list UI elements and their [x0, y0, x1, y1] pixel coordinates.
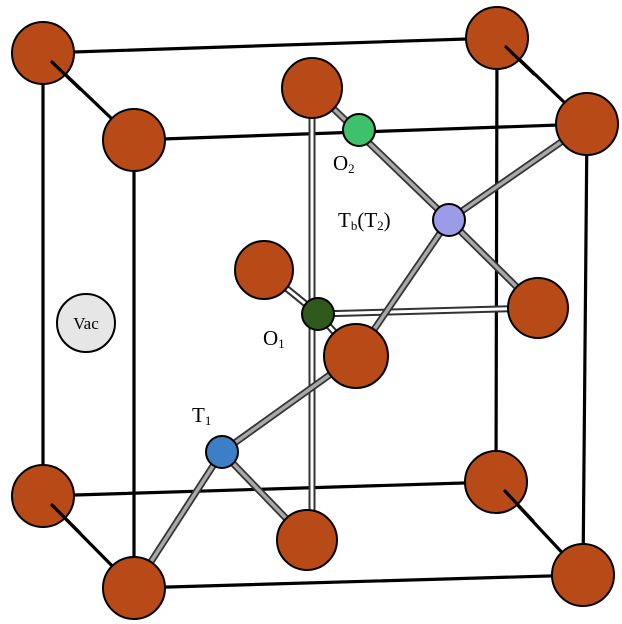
o2-site — [342, 113, 376, 147]
o2-label-main: O — [333, 151, 348, 175]
host-atoms — [11, 6, 619, 620]
tb-label-paren-sub: 2 — [377, 218, 384, 233]
host-atom — [281, 57, 343, 119]
tb-label-paren-close: ) — [384, 208, 391, 232]
tb-label-main: T — [338, 208, 351, 232]
bond — [316, 306, 540, 316]
host-atom — [507, 277, 569, 339]
cube-edge — [504, 45, 536, 76]
cube-edges-front — [50, 45, 536, 535]
vacancy-label: Vac — [73, 314, 99, 333]
host-atom — [276, 509, 338, 571]
cube-edge — [41, 36, 499, 55]
host-atom — [551, 543, 615, 607]
cube-edge — [50, 503, 82, 535]
o1-label: O1 — [263, 326, 285, 351]
o2-label-sub: 2 — [348, 161, 355, 176]
cube-edge — [581, 122, 589, 577]
host-atom — [234, 240, 294, 300]
bond — [310, 86, 451, 222]
tb-label-sub: b — [351, 218, 358, 233]
host-atom — [102, 108, 166, 172]
cube-edge — [132, 573, 585, 590]
o1-site — [301, 297, 335, 331]
o1-label-main: O — [263, 326, 278, 350]
host-atom — [102, 556, 166, 620]
t1-site — [205, 435, 239, 469]
cube-edge — [50, 60, 82, 91]
tb-label: Tb(T2) — [338, 208, 391, 233]
host-atom — [555, 92, 619, 156]
vacancy-site — [56, 293, 116, 353]
t1-label-sub: 1 — [205, 413, 212, 428]
host-atom — [323, 323, 389, 389]
t1-label-main: T — [192, 403, 205, 427]
cube-edge — [494, 36, 499, 484]
tb-label-paren-open: (T — [357, 208, 377, 232]
cube-edge — [41, 480, 498, 498]
tb-site — [432, 203, 466, 237]
cube-edge — [503, 489, 535, 523]
o2-label: O2 — [333, 151, 355, 176]
o1-label-sub: 1 — [278, 336, 285, 351]
t1-label: T1 — [192, 403, 211, 428]
